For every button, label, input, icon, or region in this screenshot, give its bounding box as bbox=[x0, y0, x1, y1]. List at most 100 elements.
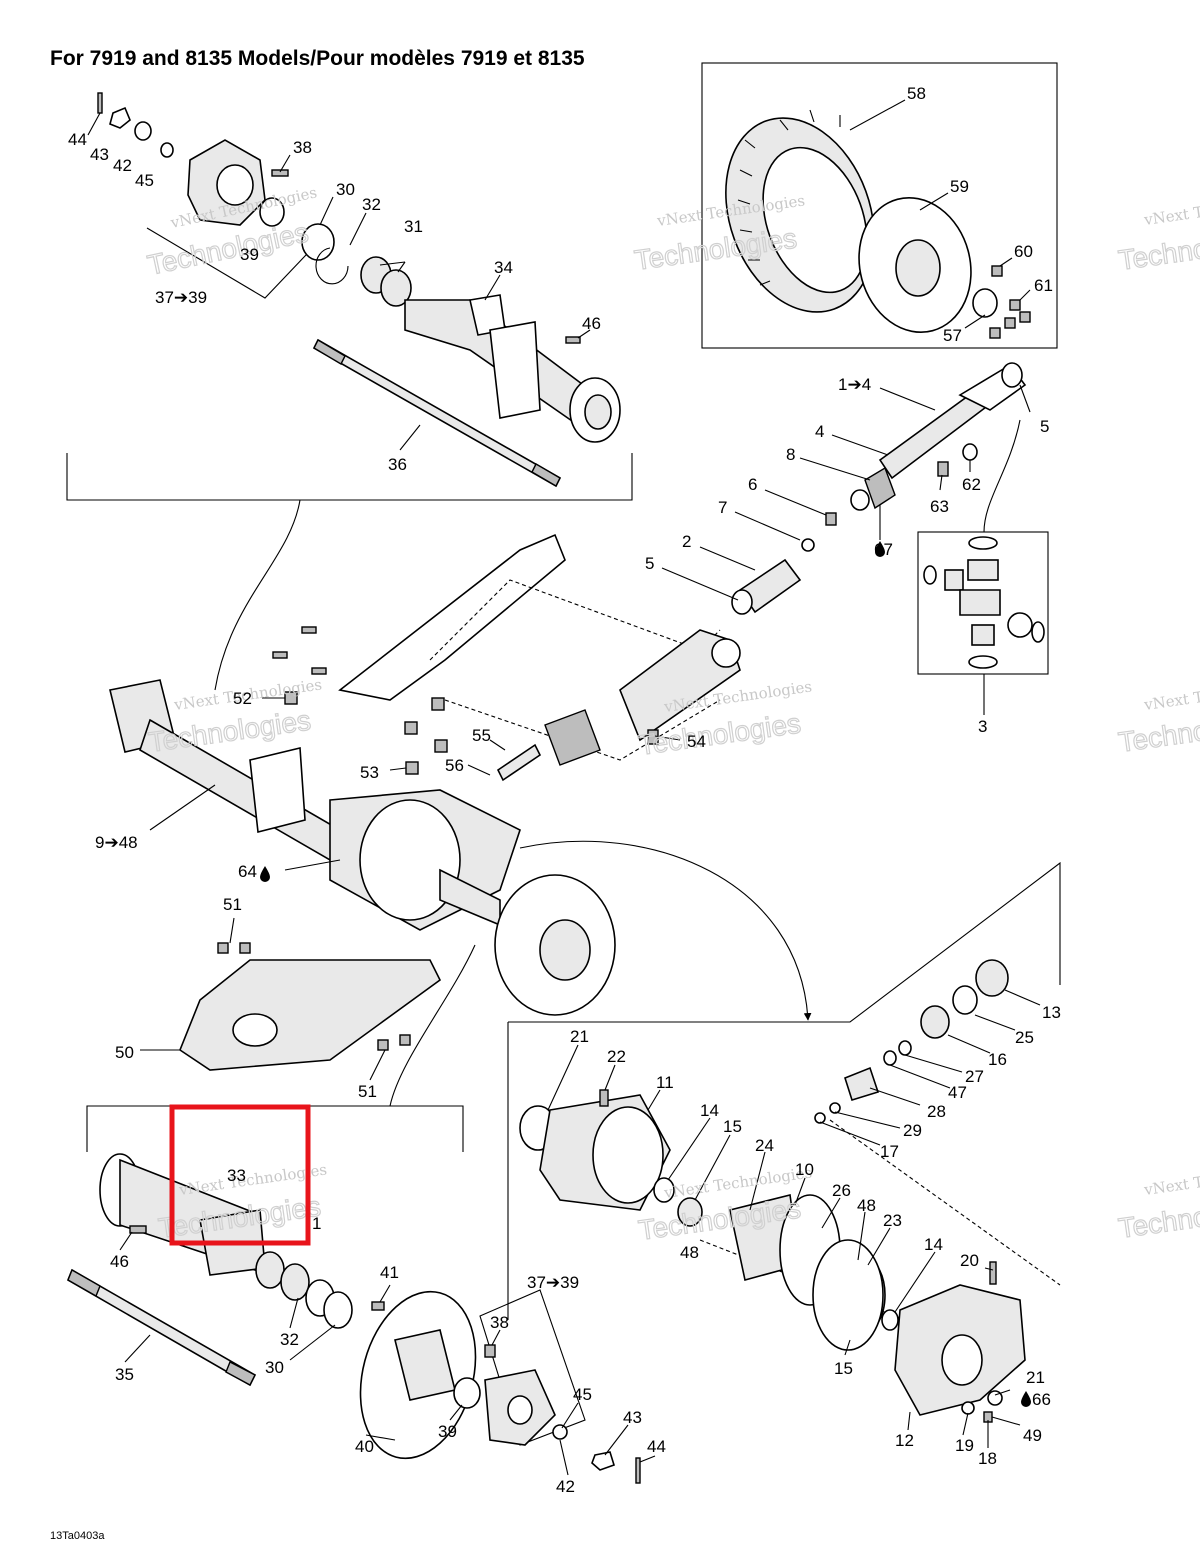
svg-text:vNext Technologies: vNext Technologies bbox=[1142, 190, 1200, 229]
label-10: 10 bbox=[795, 1160, 814, 1179]
label-4: 4 bbox=[815, 422, 824, 441]
label-1: 1 bbox=[312, 1214, 321, 1233]
label-33: 33 bbox=[227, 1166, 246, 1185]
label-31: 31 bbox=[404, 217, 423, 236]
oil-drop-icon bbox=[875, 541, 885, 557]
lower-axle-bracket bbox=[86, 1105, 464, 1152]
label-26: 26 bbox=[832, 1181, 851, 1200]
label-41: 41 bbox=[380, 1263, 399, 1282]
svg-text:Technologies: Technologies bbox=[1117, 704, 1200, 757]
label-8: 8 bbox=[786, 445, 795, 464]
label-46-bottom: 46 bbox=[110, 1252, 129, 1271]
label-59: 59 bbox=[950, 177, 969, 196]
label-24: 24 bbox=[755, 1136, 774, 1155]
label-16: 16 bbox=[988, 1050, 1007, 1069]
label-45: 45 bbox=[135, 171, 154, 190]
label-61: 61 bbox=[1034, 276, 1053, 295]
label-56: 56 bbox=[445, 756, 464, 775]
connector-lower bbox=[389, 944, 476, 1107]
label-47: 47 bbox=[948, 1083, 967, 1102]
swing-arm bbox=[272, 533, 741, 782]
label-14-left: 14 bbox=[700, 1101, 719, 1120]
label-22: 22 bbox=[607, 1047, 626, 1066]
dashed-alignment-right bbox=[829, 1119, 1061, 1286]
label-38: 38 bbox=[293, 138, 312, 157]
label-13: 13 bbox=[1042, 1003, 1061, 1022]
label-66: 66 bbox=[1032, 1390, 1051, 1409]
connector-ujoint bbox=[983, 419, 1021, 533]
label-39-bottom: 39 bbox=[438, 1422, 457, 1441]
label-46: 46 bbox=[582, 314, 601, 333]
label-32-bottom: 32 bbox=[280, 1330, 299, 1349]
label-29: 29 bbox=[903, 1121, 922, 1140]
differential-group-outline bbox=[507, 861, 1061, 1320]
label-11: 11 bbox=[656, 1073, 674, 1092]
label-60: 60 bbox=[1014, 242, 1033, 261]
label-43-bottom: 43 bbox=[623, 1408, 642, 1427]
label-32: 32 bbox=[362, 195, 381, 214]
label-45-bottom: 45 bbox=[573, 1385, 592, 1404]
label-15-top: 15 bbox=[723, 1117, 742, 1136]
svg-text:Technologies: Technologies bbox=[145, 217, 311, 281]
label-44: 44 bbox=[68, 130, 87, 149]
label-51-top: 51 bbox=[223, 895, 242, 914]
svg-text:Technologies: Technologies bbox=[1117, 222, 1200, 275]
label-40: 40 bbox=[355, 1437, 374, 1456]
connector-diff bbox=[519, 840, 812, 1021]
label-18: 18 bbox=[978, 1449, 997, 1468]
label-1-4: 1➔4 bbox=[838, 375, 871, 394]
label-30-bottom: 30 bbox=[265, 1358, 284, 1377]
tire-assembly bbox=[725, 109, 998, 334]
label-49: 49 bbox=[1023, 1426, 1042, 1445]
label-9-48: 9➔48 bbox=[95, 833, 138, 852]
label-57: 57 bbox=[943, 326, 962, 345]
label-63: 63 bbox=[930, 497, 949, 516]
universal-joint-kit bbox=[923, 536, 1045, 669]
label-36: 36 bbox=[388, 455, 407, 474]
label-5: 5 bbox=[645, 554, 654, 573]
label-6: 6 bbox=[748, 475, 757, 494]
svg-text:vNext Technologies: vNext Technologies bbox=[1142, 1160, 1200, 1199]
label-25: 25 bbox=[1015, 1028, 1034, 1047]
highlight-box bbox=[169, 1104, 311, 1246]
label-51-bottom: 51 bbox=[358, 1082, 377, 1101]
rear-axle-housing bbox=[109, 679, 616, 1071]
label-7: 7 bbox=[718, 498, 727, 517]
upper-hub bbox=[97, 92, 412, 307]
label-15-bottom: 15 bbox=[834, 1359, 853, 1378]
differential-parts bbox=[519, 959, 1026, 1423]
hub-group-bracket-top bbox=[146, 227, 326, 299]
label-50: 50 bbox=[115, 1043, 134, 1062]
label-17: 17 bbox=[880, 1142, 899, 1161]
label-55: 55 bbox=[472, 726, 491, 745]
label-19: 19 bbox=[955, 1436, 974, 1455]
label-34: 34 bbox=[494, 258, 513, 277]
label-58: 58 bbox=[907, 84, 926, 103]
oil-drop-icons bbox=[260, 541, 1031, 1407]
label-48-left: 48 bbox=[680, 1243, 699, 1262]
label-28: 28 bbox=[927, 1102, 946, 1121]
drive-shaft bbox=[731, 362, 1027, 615]
lower-hub-and-disc bbox=[359, 1290, 641, 1484]
label-21-left: 21 bbox=[570, 1027, 589, 1046]
label-42: 42 bbox=[113, 156, 132, 175]
leader-lines bbox=[87, 99, 1041, 1476]
label-3: 3 bbox=[978, 717, 987, 736]
wheel-group-box bbox=[701, 62, 1058, 349]
label-52: 52 bbox=[233, 689, 252, 708]
label-38-bottom: 38 bbox=[490, 1313, 509, 1332]
label-30: 30 bbox=[336, 180, 355, 199]
page-title: For 7919 and 8135 Models/Pour modèles 79… bbox=[50, 47, 585, 70]
connector-upper bbox=[214, 499, 301, 691]
diagram-code: 13Ta0403a bbox=[50, 1530, 105, 1542]
label-35: 35 bbox=[115, 1365, 134, 1384]
oil-drop-icon bbox=[1021, 1391, 1031, 1407]
label-37-39-bottom: 37➔39 bbox=[527, 1273, 579, 1292]
ujoint-group-box bbox=[917, 531, 1049, 675]
label-44-bottom: 44 bbox=[647, 1437, 666, 1456]
wheel-nuts bbox=[989, 265, 1031, 339]
svg-text:Technologies: Technologies bbox=[147, 704, 313, 757]
label-62: 62 bbox=[962, 475, 981, 494]
